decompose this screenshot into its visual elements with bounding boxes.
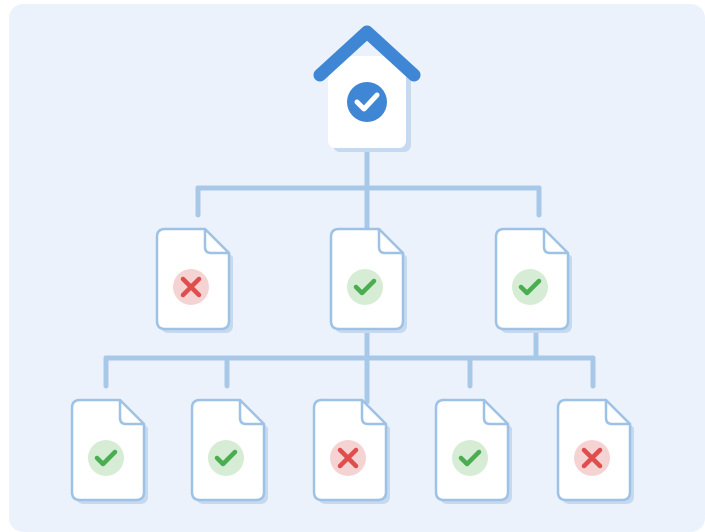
document-node xyxy=(155,227,233,333)
home-icon xyxy=(313,25,421,152)
connectors-level-2 xyxy=(103,327,596,405)
document-node xyxy=(312,398,390,504)
check-badge-icon xyxy=(452,440,488,476)
check-badge-icon xyxy=(88,440,124,476)
document-node xyxy=(434,398,512,504)
cross-badge-icon xyxy=(330,440,366,476)
check-badge-icon xyxy=(208,440,244,476)
document-node xyxy=(494,227,572,333)
verified-badge-icon xyxy=(347,82,387,122)
document-node xyxy=(329,227,407,333)
document-nodes xyxy=(70,227,634,504)
document-node xyxy=(70,398,148,504)
check-badge-icon xyxy=(347,269,383,305)
document-node xyxy=(190,398,268,504)
document-node xyxy=(556,398,634,504)
connectors-level-1 xyxy=(195,147,542,235)
cross-badge-icon xyxy=(574,440,610,476)
cross-badge-icon xyxy=(173,269,209,305)
check-badge-icon xyxy=(512,269,548,305)
